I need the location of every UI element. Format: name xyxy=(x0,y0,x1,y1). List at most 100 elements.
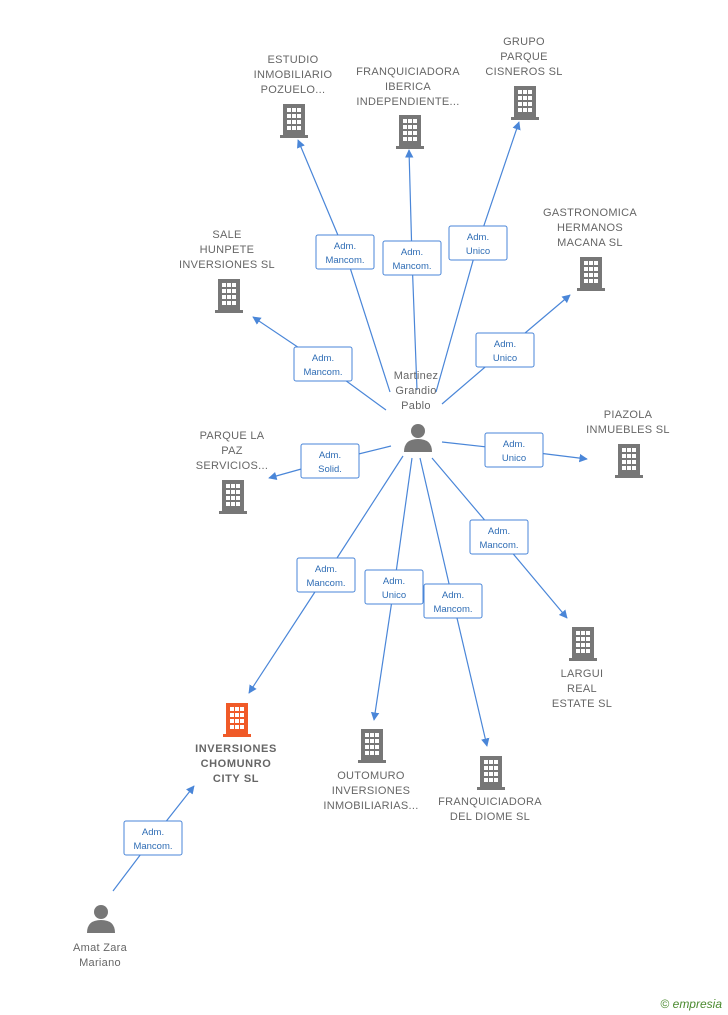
building-icon xyxy=(577,257,605,291)
node-label-line: FRANQUICIADORA xyxy=(356,66,460,78)
building-icon xyxy=(615,444,643,478)
building-icon xyxy=(215,279,243,313)
node-label-line: INVERSIONES SL xyxy=(179,259,275,271)
person-icon xyxy=(404,424,432,452)
edge-label-largui: Adm. Mancom. xyxy=(469,519,529,555)
edge-label-line: Mancom. xyxy=(392,261,431,272)
node-label-line: INVERSIONES xyxy=(332,785,411,797)
edge-label-franq_iberica: Adm. Mancom. xyxy=(382,240,442,276)
edge-label-box xyxy=(364,569,424,605)
building-icon xyxy=(358,729,386,763)
node-label-line: INVERSIONES xyxy=(195,743,277,755)
node-label-line: PARQUE LA xyxy=(200,430,265,442)
edge-label-line: Mancom. xyxy=(303,367,342,378)
edge-label-box xyxy=(484,432,544,468)
edge-label-line: Adm. xyxy=(488,526,510,537)
node-label-line: PAZ xyxy=(221,445,242,457)
building-icon xyxy=(511,86,539,120)
node-gastro[interactable]: GASTRONOMICA HERMANOS MACANA SL xyxy=(543,207,637,291)
edge-label-line: Adm. xyxy=(467,232,489,243)
building-icon xyxy=(280,104,308,138)
node-label-line: LARGUI xyxy=(561,668,604,680)
edge-label-box xyxy=(300,443,360,479)
building-icon xyxy=(569,627,597,661)
edge-label-gastro: Adm. Unico xyxy=(475,332,535,368)
edge-label-line: Adm. xyxy=(503,439,525,450)
node-label-line: Amat Zara xyxy=(73,942,128,954)
node-estudio[interactable]: ESTUDIO INMOBILIARIO POZUELO... xyxy=(254,54,333,138)
brand-logo: empresia xyxy=(672,997,722,1011)
copyright-icon: © xyxy=(660,997,670,1011)
edge-label-box xyxy=(315,234,375,270)
node-label-line: INDEPENDIENTE... xyxy=(356,96,459,108)
edge-label-line: Unico xyxy=(493,353,517,364)
edge-label-line: Unico xyxy=(466,246,490,257)
edge-label-line: Adm. xyxy=(319,450,341,461)
node-chomunro[interactable]: INVERSIONES CHOMUNRO CITY SL xyxy=(195,703,277,785)
edge-label-piazola: Adm. Unico xyxy=(484,432,544,468)
node-outomuro[interactable]: OUTOMURO INVERSIONES INMOBILIARIAS... xyxy=(323,729,418,812)
edge-label-line: Adm. xyxy=(142,827,164,838)
edge-label-line: Adm. xyxy=(442,590,464,601)
building-icon xyxy=(477,756,505,790)
node-label-line: MACANA SL xyxy=(557,237,623,249)
node-label-line: GRUPO xyxy=(503,36,545,48)
node-label-line: SALE xyxy=(212,229,241,241)
edge-label-box xyxy=(448,225,508,261)
node-label-line: GASTRONOMICA xyxy=(543,207,637,219)
edge-label-line: Adm. xyxy=(383,576,405,587)
edge-label-sale: Adm. Mancom. xyxy=(293,346,353,382)
edge-label-diome: Adm.Mancom. xyxy=(423,583,483,619)
building-icon xyxy=(223,703,251,737)
node-label-line: CITY SL xyxy=(213,773,259,785)
node-label-line: PIAZOLA xyxy=(604,409,653,421)
node-label-line: Martinez xyxy=(394,370,439,382)
edge-label-box xyxy=(475,332,535,368)
node-franq_iberica[interactable]: FRANQUICIADORA IBERICA INDEPENDIENTE... xyxy=(356,66,460,149)
node-label-line: CHOMUNRO xyxy=(201,758,272,770)
edge-label-line: Mancom. xyxy=(306,578,345,589)
node-diome[interactable]: FRANQUICIADORA DEL DIOME SL xyxy=(438,756,542,823)
edge-label-grupo: Adm. Unico xyxy=(448,225,508,261)
edge-label-line: Adm. xyxy=(401,247,423,258)
node-label-line: INMOBILIARIO xyxy=(254,69,333,81)
node-label-line: DEL DIOME SL xyxy=(450,811,530,823)
node-label-line: CISNEROS SL xyxy=(485,66,562,78)
node-parque[interactable]: PARQUE LA PAZ SERVICIOS... xyxy=(196,430,268,514)
node-label-line: SERVICIOS... xyxy=(196,460,268,472)
node-label-line: ESTATE SL xyxy=(552,698,612,710)
edge-label-line: Unico xyxy=(502,453,526,464)
node-label-line: ESTUDIO xyxy=(268,54,319,66)
edge-label-box xyxy=(423,583,483,619)
person-icon xyxy=(87,905,115,933)
edge-label-box xyxy=(382,240,442,276)
node-label-line: HERMANOS xyxy=(557,222,623,234)
edge-label-chomunro: Adm. Mancom. xyxy=(296,557,356,593)
node-label-line: IBERICA xyxy=(385,81,431,93)
node-label-line: PARQUE xyxy=(500,51,547,63)
edge-label-box xyxy=(123,820,183,856)
node-label-line: INMOBILIARIAS... xyxy=(323,800,418,812)
node-piazola[interactable]: PIAZOLA INMUEBLES SL xyxy=(586,409,670,478)
edge-label-parque: Adm.Solid. xyxy=(300,443,360,479)
node-label-line: INMUEBLES SL xyxy=(586,424,670,436)
node-label-line: POZUELO... xyxy=(261,84,326,96)
edge-label-estudio: Adm.Mancom. xyxy=(315,234,375,270)
edge-label-line: Adm. xyxy=(312,353,334,364)
building-icon xyxy=(219,480,247,514)
edge-label-line: Mancom. xyxy=(479,540,518,551)
edge-label-line: Adm. xyxy=(315,564,337,575)
edge-label-outomuro: Adm.Unico xyxy=(364,569,424,605)
node-label-line: FRANQUICIADORA xyxy=(438,796,542,808)
node-grupo[interactable]: GRUPO PARQUE CISNEROS SL xyxy=(485,36,562,120)
brand-footer: © empresia xyxy=(660,997,722,1011)
edge-label-line: Adm. xyxy=(494,339,516,350)
building-icon xyxy=(396,115,424,149)
node-label-line: OUTOMURO xyxy=(337,770,405,782)
edge-label-line: Mancom. xyxy=(325,255,364,266)
